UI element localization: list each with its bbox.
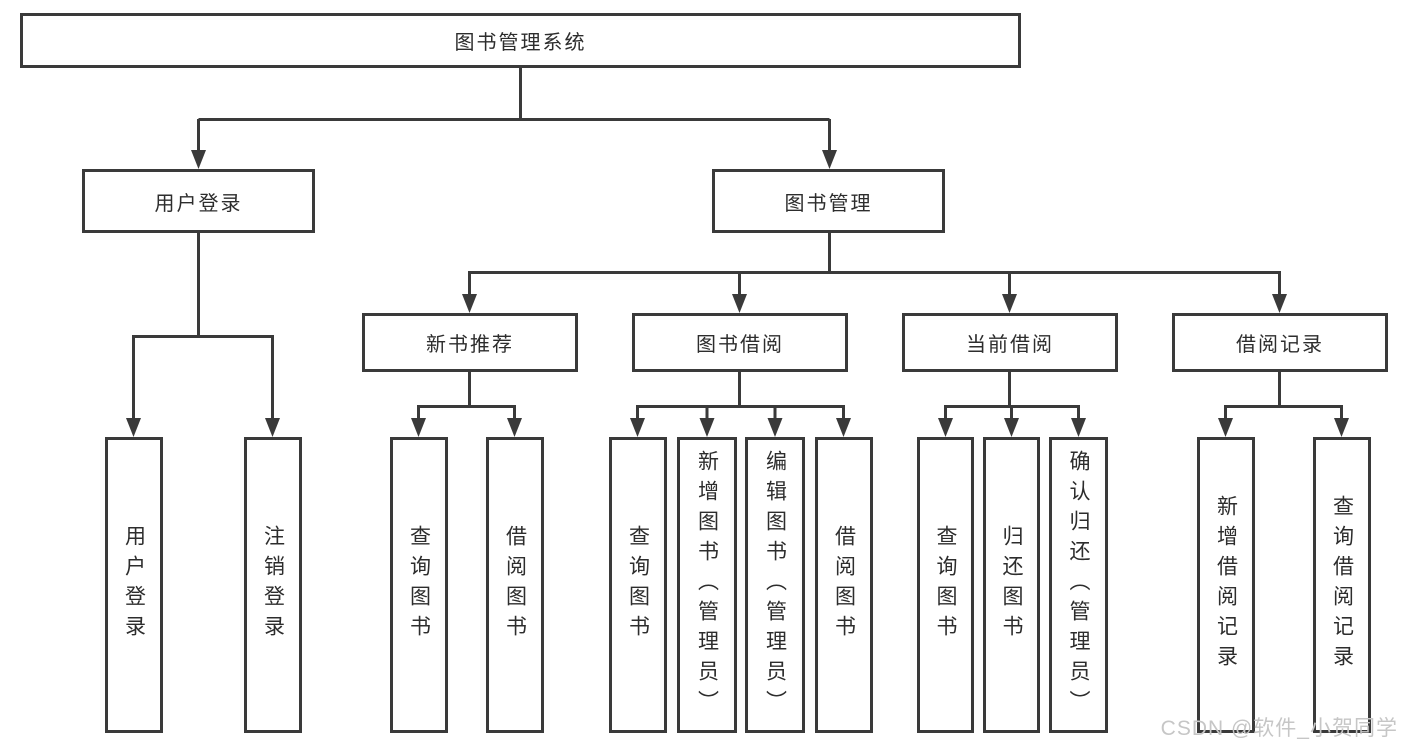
arrowhead bbox=[1071, 418, 1086, 437]
leaf-borrow-books: 借阅图书 bbox=[815, 437, 873, 733]
leaf-confirm-return-admin: 确认归还（管理员） bbox=[1049, 437, 1108, 733]
arrowhead bbox=[630, 418, 645, 437]
node-root: 图书管理系统 bbox=[20, 13, 1021, 68]
arrowhead bbox=[191, 150, 206, 169]
leaf-add-borrow-record: 新增借阅记录 bbox=[1197, 437, 1255, 733]
leaf-add-books-admin: 新增图书（管理员） bbox=[677, 437, 737, 733]
leaf-borrow-books-recommend: 借阅图书 bbox=[486, 437, 544, 733]
arrowhead bbox=[822, 150, 837, 169]
arrowhead bbox=[836, 418, 851, 437]
arrowhead bbox=[507, 418, 522, 437]
leaf-user-login: 用户登录 bbox=[105, 437, 163, 733]
node-new-book-recommend: 新书推荐 bbox=[362, 313, 578, 372]
arrowhead bbox=[462, 294, 477, 313]
node-book-borrow-label: 图书借阅 bbox=[696, 334, 784, 356]
leaf-query-books-recommend: 查询图书 bbox=[390, 437, 448, 733]
arrowhead bbox=[411, 418, 426, 437]
node-book-management-label: 图书管理 bbox=[784, 192, 873, 215]
arrowhead bbox=[265, 418, 280, 437]
arrowhead bbox=[1334, 418, 1349, 437]
leaf-logout: 注销登录 bbox=[244, 437, 302, 733]
node-borrow-records: 借阅记录 bbox=[1172, 313, 1388, 372]
node-current-borrow: 当前借阅 bbox=[902, 313, 1118, 372]
leaf-return-books: 归还图书 bbox=[983, 437, 1040, 733]
node-user-login-label: 用户登录 bbox=[154, 192, 243, 215]
watermark: CSDN @软件_小贺同学 bbox=[1160, 717, 1398, 740]
node-book-borrow: 图书借阅 bbox=[632, 313, 848, 372]
arrowhead bbox=[732, 294, 747, 313]
arrowhead bbox=[1004, 418, 1019, 437]
leaf-query-borrow-record: 查询借阅记录 bbox=[1313, 437, 1371, 733]
node-borrow-records-label: 借阅记录 bbox=[1236, 334, 1324, 356]
leaf-edit-books-admin: 编辑图书（管理员） bbox=[745, 437, 805, 733]
node-user-login: 用户登录 bbox=[82, 169, 315, 233]
arrowhead bbox=[1218, 418, 1233, 437]
node-new-book-recommend-label: 新书推荐 bbox=[426, 334, 514, 356]
node-current-borrow-label: 当前借阅 bbox=[966, 334, 1054, 356]
arrowhead bbox=[938, 418, 953, 437]
arrowhead bbox=[126, 418, 141, 437]
arrowhead bbox=[1272, 294, 1287, 313]
leaf-query-books-current: 查询图书 bbox=[917, 437, 974, 733]
leaf-query-books-borrow: 查询图书 bbox=[609, 437, 667, 733]
arrowhead bbox=[699, 418, 715, 437]
arrowhead bbox=[1002, 294, 1017, 313]
node-root-label: 图书管理系统 bbox=[454, 32, 587, 54]
arrowhead bbox=[767, 418, 783, 437]
node-book-management: 图书管理 bbox=[712, 169, 945, 233]
